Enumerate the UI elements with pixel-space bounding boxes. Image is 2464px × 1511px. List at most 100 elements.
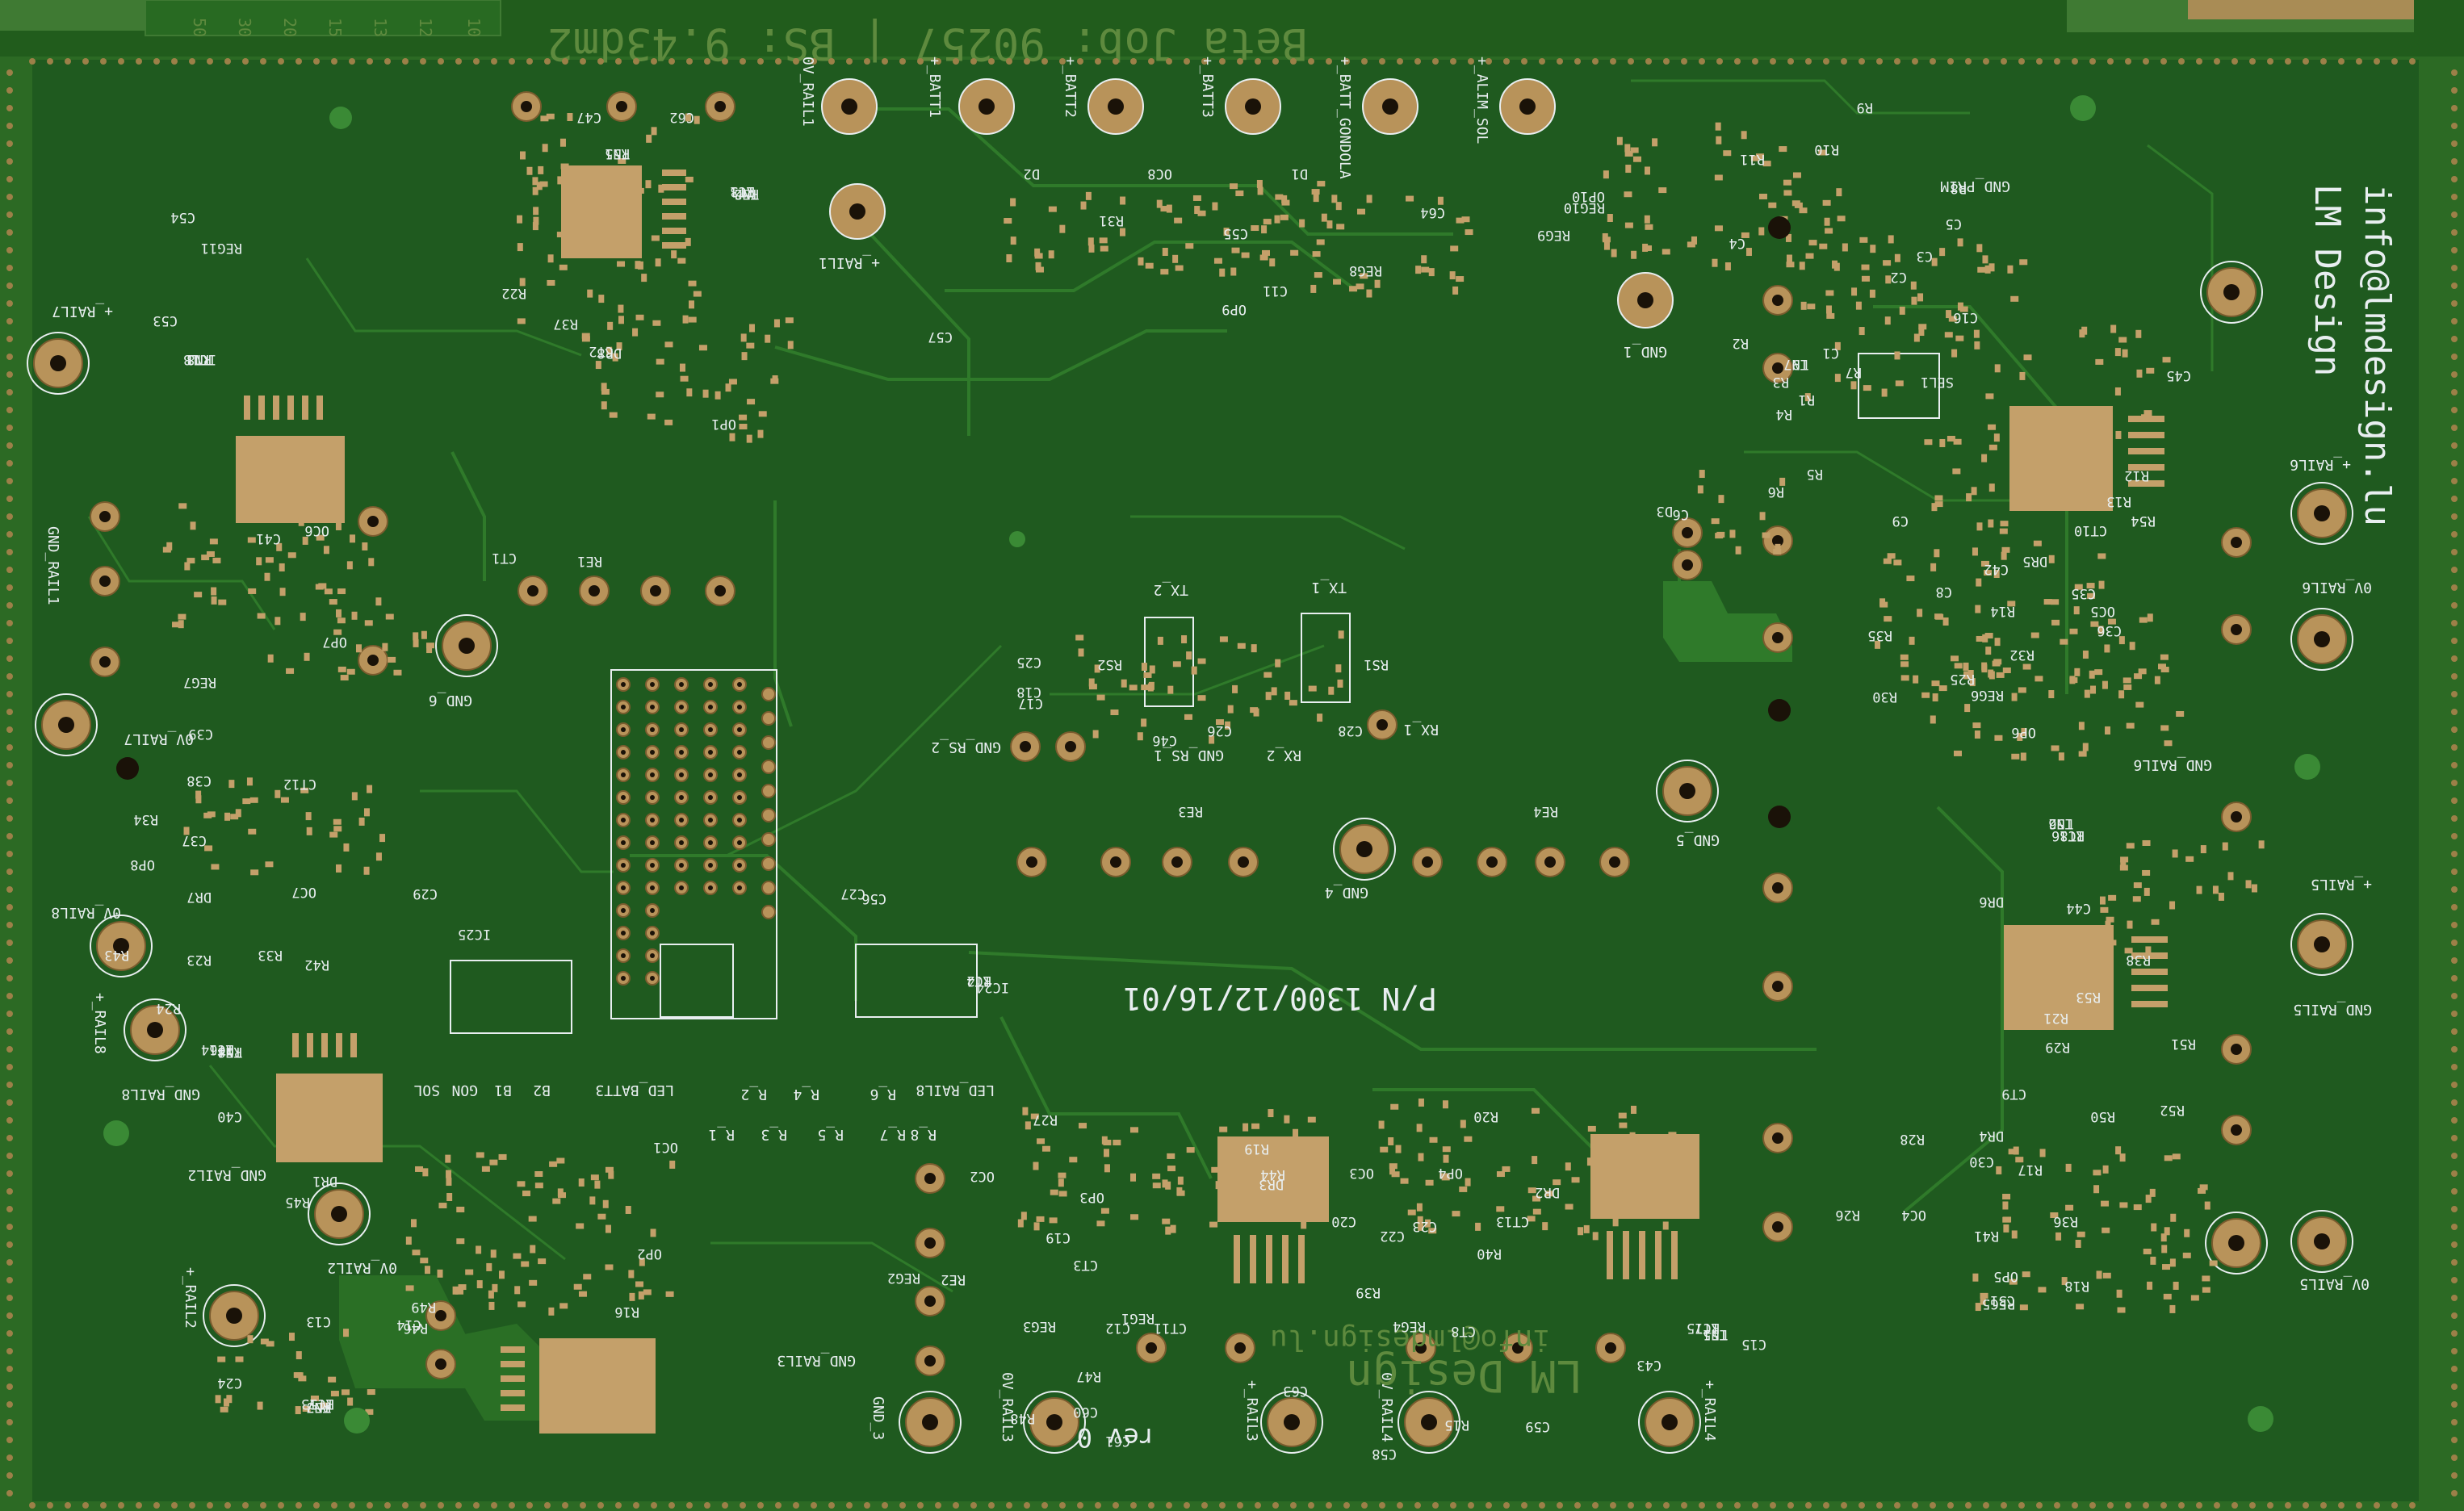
smd-pad <box>1025 1121 1031 1130</box>
smd-pad <box>254 512 262 518</box>
smd-pad <box>490 1249 497 1258</box>
smd-pad <box>1644 166 1650 175</box>
pad-hole <box>1772 981 1783 992</box>
edge-via <box>2107 58 2114 65</box>
connector-label: +_RAIL4 <box>1701 1380 1718 1442</box>
edge-via <box>1414 58 1421 65</box>
smd-pad <box>2147 613 2153 622</box>
edge-via <box>2451 123 2458 129</box>
smd-pad <box>1964 704 1971 713</box>
smd-pad <box>1374 279 1381 288</box>
smd-pad <box>337 617 346 624</box>
edge-via <box>2451 265 2458 271</box>
component-ref-label: SEL1 <box>1921 374 1954 390</box>
smd-pad <box>1262 249 1271 256</box>
smd-pad <box>455 1288 464 1295</box>
scale-number: 20 <box>280 18 300 37</box>
smd-pad <box>1624 191 1632 198</box>
smd-pad <box>1389 1166 1396 1175</box>
connector-label: GND_RAIL6 <box>2133 756 2212 773</box>
smd-pad <box>1130 1173 1137 1182</box>
smd-pad <box>557 176 564 185</box>
edge-via <box>491 58 497 65</box>
smd-pad <box>2212 885 2219 894</box>
smd-pad <box>1974 341 1980 349</box>
smd-pad <box>1985 647 1992 655</box>
smd-pad <box>2132 896 2141 902</box>
component-ref-label: C14 <box>396 1316 421 1333</box>
connector-label: GND_3 <box>870 1396 886 1440</box>
smd-pad <box>2065 1163 2072 1172</box>
smd-pad <box>1331 195 1338 203</box>
edge-via <box>6 1401 13 1408</box>
pad-hole <box>714 101 726 112</box>
edge-via <box>6 211 13 218</box>
smd-pad <box>1175 265 1184 271</box>
edge-via <box>2409 1502 2416 1509</box>
edge-via <box>1716 58 1723 65</box>
smd-pad <box>211 864 220 870</box>
smd-pad <box>2011 693 2018 701</box>
smd-pad <box>739 424 748 430</box>
smd-pad <box>2001 546 2010 553</box>
edge-via <box>2451 158 2458 165</box>
edge-via <box>1841 58 1847 65</box>
edge-via <box>1930 1502 1936 1509</box>
dip-hole <box>679 682 684 687</box>
edge-via <box>6 194 13 200</box>
component-ref-label: R18 <box>2064 1278 2089 1294</box>
smd-pad <box>329 599 337 605</box>
pad-hole <box>1422 856 1433 868</box>
edge-via <box>6 1046 13 1053</box>
smd-pad <box>2133 1204 2142 1211</box>
smd-pad <box>388 656 396 663</box>
smd-pad <box>1723 150 1732 157</box>
pad-hole <box>1609 856 1620 868</box>
smd-pad <box>616 342 622 351</box>
smd-pad <box>1785 233 1791 242</box>
smd-pad <box>1602 236 1611 243</box>
smd-pad <box>1100 245 1108 252</box>
smd-pad <box>1775 543 1781 552</box>
smd-pad <box>1632 156 1641 162</box>
edge-via <box>189 1502 195 1509</box>
smd-pad <box>2055 1232 2062 1241</box>
smd-pad <box>1256 179 1263 188</box>
smd-pad <box>1429 1136 1438 1143</box>
edge-via <box>6 1099 13 1106</box>
edge-via <box>1272 1502 1279 1509</box>
smd-pad <box>598 221 607 228</box>
smd-pad <box>1441 1174 1450 1181</box>
edge-via <box>1255 58 1261 65</box>
smd-pad <box>1917 609 1923 617</box>
smd-pad <box>1299 1193 1305 1202</box>
smd-pad <box>2164 1155 2173 1162</box>
smd-pad <box>340 675 349 681</box>
smd-pad <box>2094 416 2103 422</box>
smd-pad <box>422 1168 429 1177</box>
connector-label: GND_4 <box>1325 884 1368 901</box>
smd-pad <box>1162 1218 1171 1224</box>
component-ref-label: OC8 <box>1147 165 1172 182</box>
smd-pad <box>1366 195 1372 203</box>
edge-via <box>2001 1502 2007 1509</box>
smd-pad <box>2081 326 2088 335</box>
smd-pad <box>2076 1304 2085 1310</box>
smd-pad <box>256 557 262 566</box>
edge-via <box>2214 1502 2220 1509</box>
dip-hole <box>679 840 684 845</box>
smd-pad <box>2134 673 2143 680</box>
smd-pad <box>207 811 216 818</box>
smd-pad <box>2204 1201 2210 1210</box>
smd-pad <box>1842 243 1848 252</box>
smd-pad <box>1988 483 1995 492</box>
component-ref-label: OP4 <box>1438 1165 1463 1181</box>
smd-pad <box>1883 260 1892 266</box>
smd-pad <box>274 617 281 626</box>
smd-pad <box>375 852 382 861</box>
connector-label: +_RAIL5 <box>2311 876 2372 893</box>
smd-pad <box>267 654 274 663</box>
component-ref-label: TN8 <box>186 351 212 367</box>
smd-pad <box>1034 253 1043 259</box>
smd-pad <box>1644 215 1650 224</box>
